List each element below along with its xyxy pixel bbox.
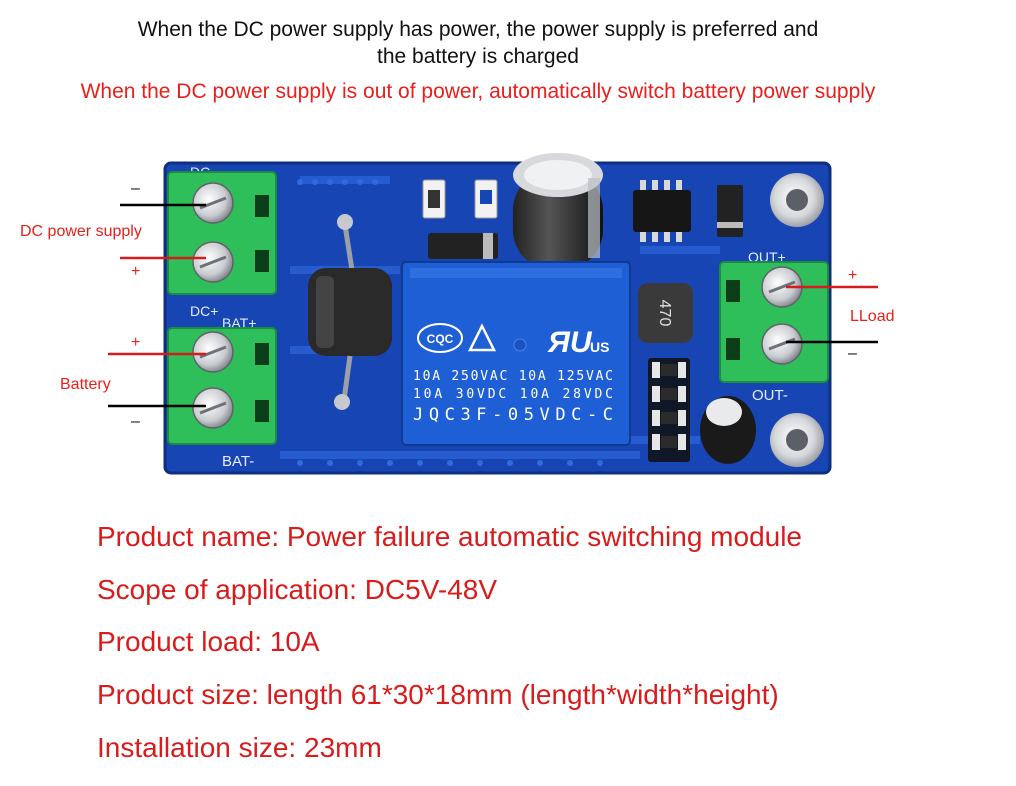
dc-terminal-block (167, 171, 277, 295)
ul-mark-icon: ЯU (547, 326, 593, 359)
warning-triangle-icon (467, 323, 497, 352)
electrolytic-capacitor (513, 153, 603, 270)
label-bat-plus: + (131, 334, 140, 351)
label-load-name: LLoad (850, 308, 895, 325)
header-line-1: When the DC power supply has power, the … (137, 18, 819, 41)
silk-bat-minus: BAT- (222, 453, 254, 470)
wires (108, 203, 878, 408)
label-dc-plus: + (131, 263, 140, 280)
label-dc-minus: – (131, 180, 140, 197)
ic-chip (633, 180, 691, 242)
spec-product-name: Product name: Power failure automatic sw… (97, 521, 803, 552)
relay-us: US (590, 339, 609, 355)
silk-dc-plus: DC+ (190, 303, 218, 319)
relay-model: JQC3F-05VDC-C (413, 405, 613, 425)
relay-cqc: CQC (427, 332, 454, 346)
small-capacitor (700, 396, 756, 464)
label-bat-minus: – (131, 413, 140, 430)
silk-out-minus: OUT- (752, 387, 788, 404)
header-line-2: the battery is charged (377, 45, 579, 68)
pcb-vias (297, 179, 603, 466)
inductor-label: 470 (656, 300, 673, 327)
label-dc-name: DC power supply (20, 223, 142, 240)
label-load-minus: – (848, 345, 857, 362)
inductor: 470 (638, 283, 693, 343)
label-load-plus: + (848, 267, 857, 284)
label-bat-name: Battery (60, 376, 111, 393)
module-photo: DC- DC+ BAT+ BAT- OUT+ OUT- (20, 153, 895, 475)
spec-scope: Scope of application: DC5V-48V (97, 574, 498, 605)
spec-load: Product load: 10A (97, 626, 320, 657)
smd-components (422, 179, 743, 259)
relay-rating-2: 10A 30VDC 10A 28VDC (413, 387, 613, 402)
output-terminal-block (719, 261, 829, 383)
spec-installation: Installation size: 23mm (97, 732, 382, 763)
choke-cylinder (308, 214, 392, 410)
resistor-array (648, 358, 690, 462)
mounting-holes (770, 173, 824, 467)
battery-terminal-block (167, 327, 277, 445)
header-line-3: When the DC power supply is out of power… (80, 80, 876, 103)
relay-rating-1: 10A 250VAC 10A 125VAC (413, 369, 613, 384)
spec-size: Product size: length 61*30*18mm (length*… (97, 679, 779, 710)
pcb-edge (163, 161, 832, 475)
relay: CQC ЯU US 10A 250VAC 10A 125VAC 10A 30VD… (401, 261, 631, 446)
